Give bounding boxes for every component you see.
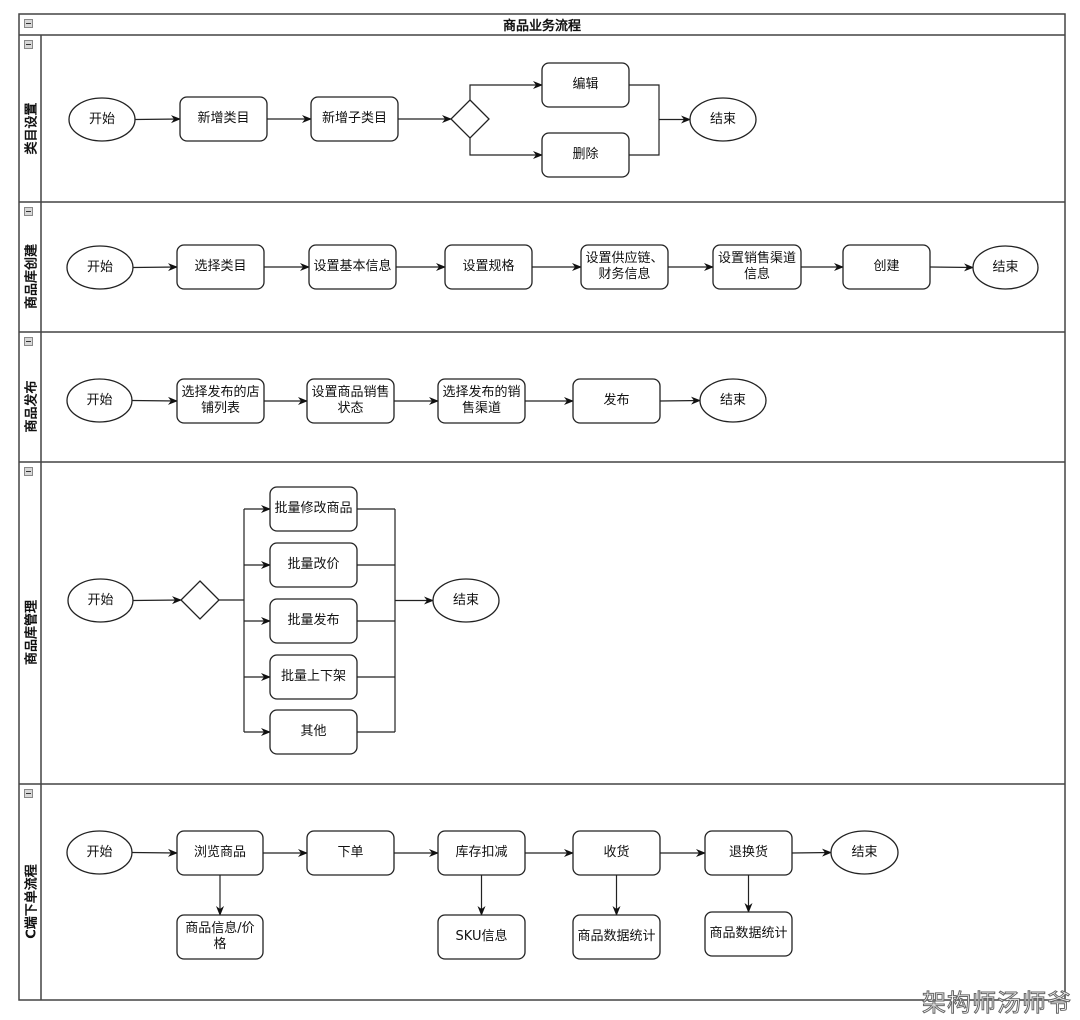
process-box[interactable] (541, 62, 630, 108)
end-node[interactable] (689, 97, 757, 142)
end-node[interactable] (972, 245, 1039, 290)
process-box[interactable] (269, 486, 358, 532)
pool-collapse-icon[interactable] (24, 19, 33, 28)
start-node[interactable] (66, 378, 133, 423)
lane-collapse-icon[interactable] (24, 40, 33, 49)
process-box[interactable] (310, 96, 399, 142)
decision-diamond[interactable] (450, 99, 490, 139)
flow-arrow (131, 396, 178, 405)
end-node[interactable] (699, 378, 767, 423)
flow-arrow (131, 848, 178, 857)
process-box[interactable] (179, 96, 268, 142)
pool-frame (18, 13, 1066, 1001)
start-node[interactable] (66, 245, 134, 290)
flow-arrow (791, 848, 832, 857)
process-box[interactable] (306, 830, 395, 876)
flow-arrow (659, 396, 701, 405)
start-node[interactable] (66, 830, 133, 875)
process-box[interactable] (176, 830, 264, 876)
start-node[interactable] (68, 97, 136, 142)
process-box[interactable] (444, 244, 533, 290)
process-box[interactable] (572, 378, 661, 424)
process-box[interactable] (842, 244, 931, 290)
process-box[interactable] (269, 542, 358, 588)
lane-collapse-icon[interactable] (24, 789, 33, 798)
process-box[interactable] (437, 378, 526, 424)
start-node[interactable] (67, 578, 134, 623)
process-box[interactable] (704, 911, 793, 957)
lane-collapse-icon[interactable] (24, 337, 33, 346)
process-box[interactable] (176, 914, 264, 960)
process-box[interactable] (541, 132, 630, 178)
process-box[interactable] (712, 244, 802, 290)
process-box[interactable] (580, 244, 669, 290)
process-box[interactable] (269, 654, 358, 700)
flow-arrow (469, 81, 543, 100)
decision-diamond[interactable] (180, 580, 220, 620)
process-box[interactable] (269, 709, 358, 755)
process-box[interactable] (572, 830, 661, 876)
end-node[interactable] (432, 578, 500, 623)
lane-collapse-icon[interactable] (24, 467, 33, 476)
flow-connector (629, 84, 660, 156)
process-box[interactable] (308, 244, 397, 290)
flow-arrow (132, 596, 182, 605)
end-node[interactable] (830, 830, 899, 875)
flow-arrow (929, 263, 974, 272)
process-box[interactable] (306, 378, 395, 424)
process-box[interactable] (704, 830, 793, 876)
process-box[interactable] (269, 598, 358, 644)
process-box[interactable] (176, 244, 265, 290)
process-box[interactable] (572, 914, 661, 960)
process-box[interactable] (176, 378, 265, 424)
flow-arrow (132, 263, 178, 272)
flow-arrow (469, 138, 543, 159)
flow-arrow (134, 115, 181, 124)
lane-collapse-icon[interactable] (24, 207, 33, 216)
process-box[interactable] (437, 830, 526, 876)
process-box[interactable] (437, 914, 526, 960)
